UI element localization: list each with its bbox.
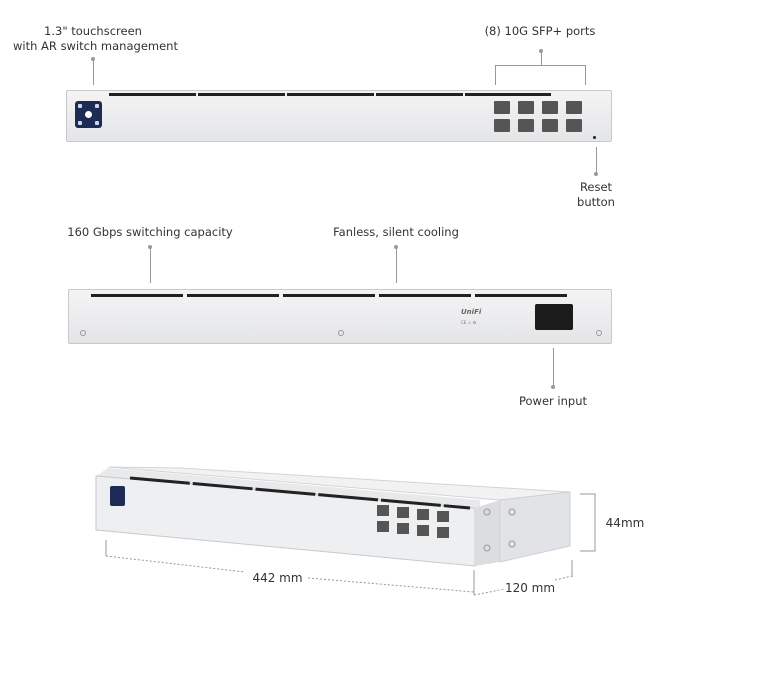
reset-leader-line bbox=[596, 147, 597, 173]
reset-label-line2: button bbox=[577, 195, 615, 209]
sfp-port bbox=[566, 101, 582, 114]
sfp-ports-label: (8) 10G SFP+ ports bbox=[484, 24, 596, 38]
power-inlet bbox=[535, 304, 573, 330]
unifi-logo: UniFi bbox=[461, 308, 482, 316]
touchscreen bbox=[75, 101, 102, 128]
height-dimension-label: 44mm bbox=[605, 516, 645, 530]
rear-panel: UniFi CE ⚠ ♻ bbox=[68, 289, 612, 344]
depth-dimension-label: 120 mm bbox=[504, 581, 556, 595]
sfp-bracket bbox=[495, 65, 586, 66]
cooling-leader-line bbox=[396, 247, 397, 283]
sfp-port bbox=[494, 101, 510, 114]
width-dimension-label: 442 mm bbox=[252, 571, 303, 585]
front-panel bbox=[66, 90, 612, 142]
sfp-port bbox=[494, 119, 510, 132]
sfp-port bbox=[542, 119, 558, 132]
reset-button bbox=[593, 136, 596, 139]
sfp-port bbox=[566, 119, 582, 132]
touchscreen-callout: 1.3" touchscreen with AR switch manageme… bbox=[13, 24, 178, 54]
sfp-port bbox=[542, 101, 558, 114]
sfp-port bbox=[518, 101, 534, 114]
reset-callout: Reset button bbox=[566, 180, 626, 210]
cooling-label: Fanless, silent cooling bbox=[333, 225, 459, 239]
switching-leader-line bbox=[150, 247, 151, 283]
switching-capacity-label: 160 Gbps switching capacity bbox=[67, 225, 233, 239]
sfp-port bbox=[518, 119, 534, 132]
power-leader-line bbox=[553, 348, 554, 386]
reset-label-line1: Reset bbox=[579, 180, 613, 194]
sfp-leader-line bbox=[541, 51, 542, 65]
touchscreen-label-line1: 1.3" touchscreen bbox=[44, 24, 142, 38]
touchscreen-leader-line bbox=[93, 59, 94, 85]
touchscreen-label-line2: with AR switch management bbox=[13, 39, 178, 53]
power-input-label: Power input bbox=[518, 394, 587, 408]
